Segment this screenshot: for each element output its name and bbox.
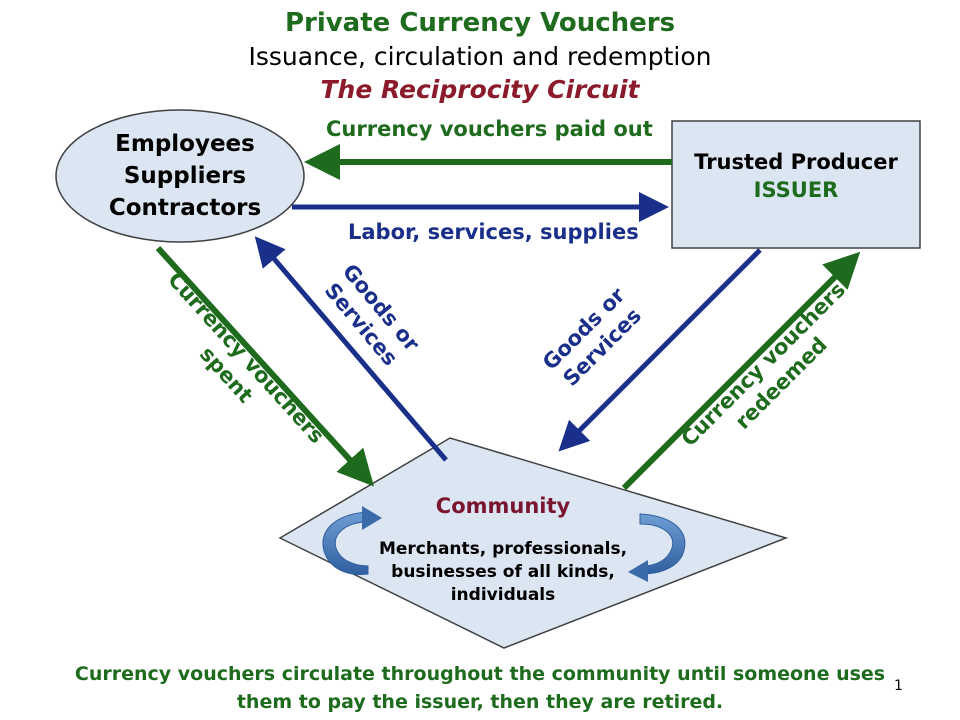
label-paid-out: Currency vouchers paid out — [326, 117, 653, 141]
title-main: Private Currency Vouchers — [284, 8, 676, 38]
workers-line-suppliers: Suppliers — [123, 163, 247, 189]
footer-line-2: them to pay the issuer, then they are re… — [236, 691, 724, 713]
community-node — [278, 437, 789, 649]
page-number: 1 — [894, 678, 903, 694]
arrow-spent — [155, 245, 375, 487]
workers-label: Employees Suppliers Contractors — [90, 128, 280, 224]
community-title: Community — [435, 494, 571, 518]
producer-line-name: Trusted Producer — [694, 150, 898, 174]
arrow-redeemed — [621, 251, 861, 491]
label-labor: Labor, services, supplies — [348, 220, 639, 244]
footer-line-1: Currency vouchers circulate throughout t… — [74, 663, 886, 685]
circular-arrow-right-icon — [628, 513, 686, 582]
circular-arrow-left-icon — [322, 506, 382, 575]
arrow-goods-left — [254, 236, 448, 462]
title-sub: Issuance, circulation and redemption — [248, 42, 712, 71]
title-circuit: The Reciprocity Circuit — [320, 75, 640, 104]
community-line-1: Merchants, professionals, — [378, 539, 628, 559]
workers-line-contractors: Contractors — [108, 195, 262, 221]
producer-line-issuer: ISSUER — [753, 178, 839, 202]
community-line-3: individuals — [450, 585, 556, 605]
footer-note: Currency vouchers circulate throughout t… — [60, 660, 900, 716]
producer-node — [671, 120, 921, 249]
producer-label: Trusted Producer ISSUER — [672, 148, 920, 204]
arrow-goods-right — [558, 248, 762, 452]
community-description: Merchants, professionals, businesses of … — [355, 538, 651, 607]
workers-line-employees: Employees — [115, 131, 255, 157]
community-line-2: businesses of all kinds, — [391, 562, 615, 582]
